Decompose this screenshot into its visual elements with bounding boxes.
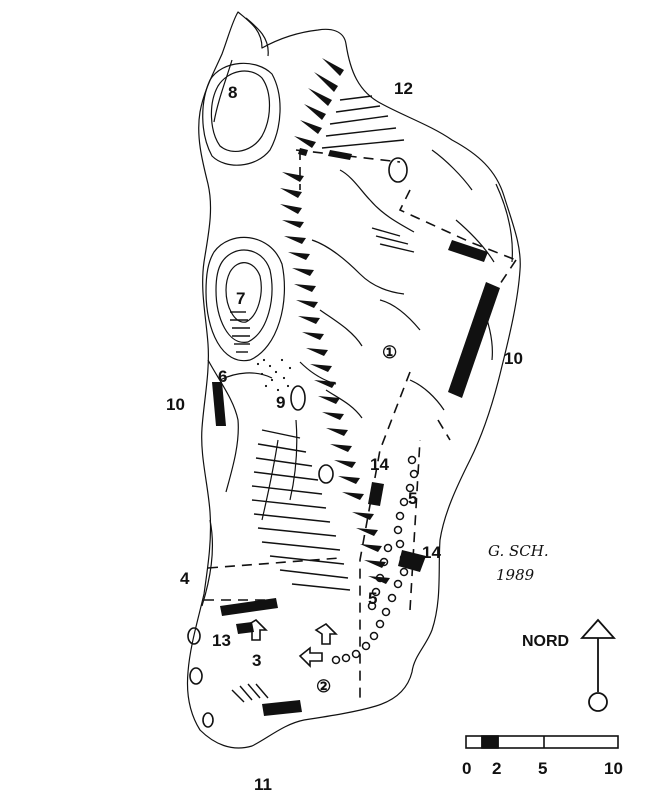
island-outline: [186, 11, 521, 749]
label-13: 13: [212, 631, 231, 650]
wall-segment-right: [448, 282, 500, 398]
label-1: ①: [382, 343, 397, 362]
north-label: NORD: [522, 633, 569, 650]
label-10-left: 10: [166, 395, 185, 414]
label-12: 12: [394, 79, 413, 98]
scale-tick-0: 0: [462, 759, 471, 778]
label-5-lower: 5: [368, 589, 377, 608]
scale-tick-5: 5: [538, 759, 547, 778]
label-2: ②: [316, 677, 331, 696]
label-5-upper: 5: [408, 489, 417, 508]
signature-author: G. SCH.: [488, 542, 549, 560]
label-10-right: 10: [504, 349, 523, 368]
scale-tick-2: 2: [492, 759, 501, 778]
signature-year: 1989: [496, 566, 535, 584]
label-8: 8: [228, 83, 237, 102]
label-3: 3: [252, 651, 261, 670]
scale-tick-10: 10: [604, 759, 623, 778]
scale-bar: [465, 735, 619, 749]
label-11: 11: [254, 775, 272, 794]
label-6: 6: [218, 367, 227, 386]
label-14-upper: 14: [370, 455, 389, 474]
north-arrow-icon: [579, 618, 617, 712]
label-7: 7: [236, 289, 245, 308]
label-4: 4: [180, 569, 190, 588]
label-14-lower: 14: [422, 543, 441, 562]
label-9: 9: [276, 393, 285, 412]
